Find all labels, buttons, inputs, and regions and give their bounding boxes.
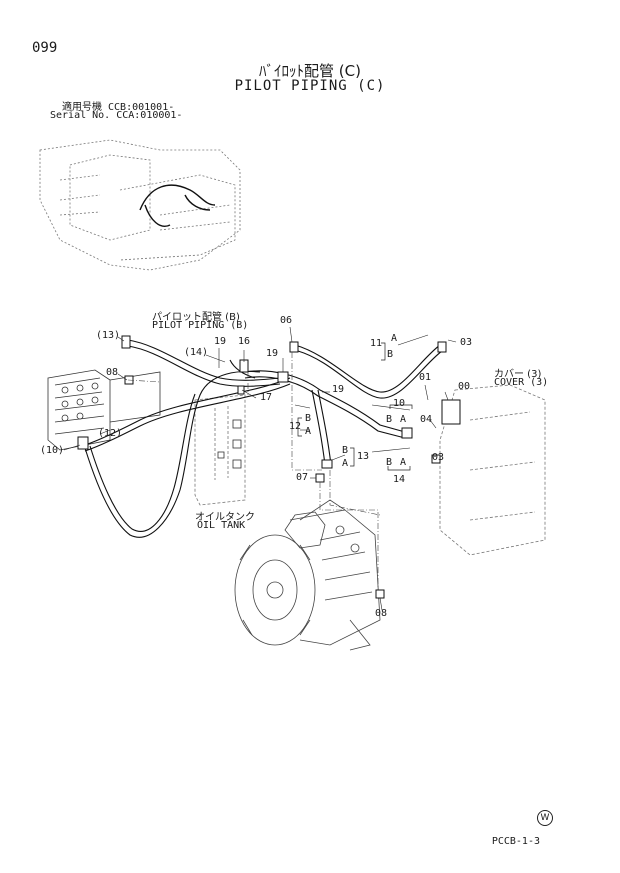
callout-pilot-piping-b: PILOT PIPING (B) xyxy=(152,320,249,331)
pilot-hoses xyxy=(84,339,443,538)
fitting-13 xyxy=(121,335,131,349)
callout-cover-jp: カバー (3) xyxy=(494,369,542,380)
oil-tank-ports xyxy=(217,419,242,469)
oil-tank-outline xyxy=(194,394,246,506)
leader-lines xyxy=(63,326,457,611)
part-label-03-top: 03 xyxy=(460,337,473,348)
part-label-19-middle: 19 xyxy=(266,348,279,359)
pump-assembly xyxy=(234,499,381,651)
part-label-12-ref: (12) xyxy=(98,428,123,439)
hose-fittings xyxy=(77,335,461,599)
part-label-13-ref: (13) xyxy=(96,330,121,341)
part-label-04: 04 xyxy=(420,414,433,425)
part-label-06: 06 xyxy=(280,315,293,326)
fitting-03-top xyxy=(437,341,447,353)
part-label-13: 13 xyxy=(357,451,370,462)
page-number: 099 xyxy=(32,40,58,56)
machine-overview-sketch xyxy=(39,139,241,271)
part-label-12-b: B xyxy=(305,413,312,424)
callout-oil-tank-jp: オイルタンク xyxy=(195,512,255,523)
callout-cover: COVER (3) xyxy=(494,377,549,388)
part-label-14: 14 xyxy=(393,474,406,485)
part-label-11-b: B xyxy=(387,349,394,360)
cover-outline xyxy=(439,384,546,556)
part-label-10-b: B xyxy=(386,414,393,425)
fitting-07 xyxy=(315,473,325,483)
part-label-10-ref: (10) xyxy=(40,445,65,456)
fitting-08-bottom xyxy=(375,589,385,599)
part-label-14-a: A xyxy=(400,457,407,468)
part-label-10-a: A xyxy=(400,414,407,425)
part-label-19-left: 19 xyxy=(214,336,227,347)
part-label-08: 08 xyxy=(106,367,119,378)
part-label-07: 07 xyxy=(296,472,309,483)
callout-pilot-piping-b-jp: パイロット配管 (B) xyxy=(152,312,240,323)
fitting-06 xyxy=(289,341,299,353)
part-label-01: 01 xyxy=(419,372,432,383)
part-label-14-ref: (14) xyxy=(184,347,209,358)
part-label-17: 17 xyxy=(260,392,273,403)
page-title-japanese: ﾊﾞｲﾛｯﾄ配管 (C) xyxy=(259,62,361,80)
part-label-10: 10 xyxy=(393,398,406,409)
page-code: PCCB-1-3 xyxy=(491,836,540,847)
part-label-08-bottom: 08 xyxy=(375,608,388,619)
part-label-00: 00 xyxy=(458,381,471,392)
serial-number-line: Serial No. CCA:010001- xyxy=(50,110,183,121)
part-label-14-b: B xyxy=(386,457,393,468)
part-label-12: 12 xyxy=(289,421,302,432)
part-label-11-a: A xyxy=(391,333,398,344)
part-label-13-a: A xyxy=(342,458,349,469)
fitting-19 xyxy=(277,371,289,383)
valve-00 xyxy=(441,399,461,425)
fitting-17 xyxy=(237,385,245,395)
callout-oil-tank: OIL TANK xyxy=(197,520,246,531)
fitting-13-lower xyxy=(321,459,333,469)
part-label-16: 16 xyxy=(238,336,251,347)
fitting-10 xyxy=(77,436,89,450)
w-mark-icon: W xyxy=(537,810,553,826)
part-label-13-b: B xyxy=(342,445,349,456)
serial-applicable-line: 適用号機 CCB:001001- xyxy=(62,102,175,113)
part-label-12-a: A xyxy=(305,426,312,437)
part-label-19-right: 19 xyxy=(332,384,345,395)
part-label-11: 11 xyxy=(370,338,383,349)
bracket-marks xyxy=(297,342,413,471)
guide-lines xyxy=(127,352,381,590)
part-label-03-bottom: 03 xyxy=(432,452,445,463)
overview-pilot-hoses xyxy=(139,184,216,227)
page-title: PILOT PIPING (C) xyxy=(234,78,386,94)
fitting-10-right xyxy=(401,427,413,439)
